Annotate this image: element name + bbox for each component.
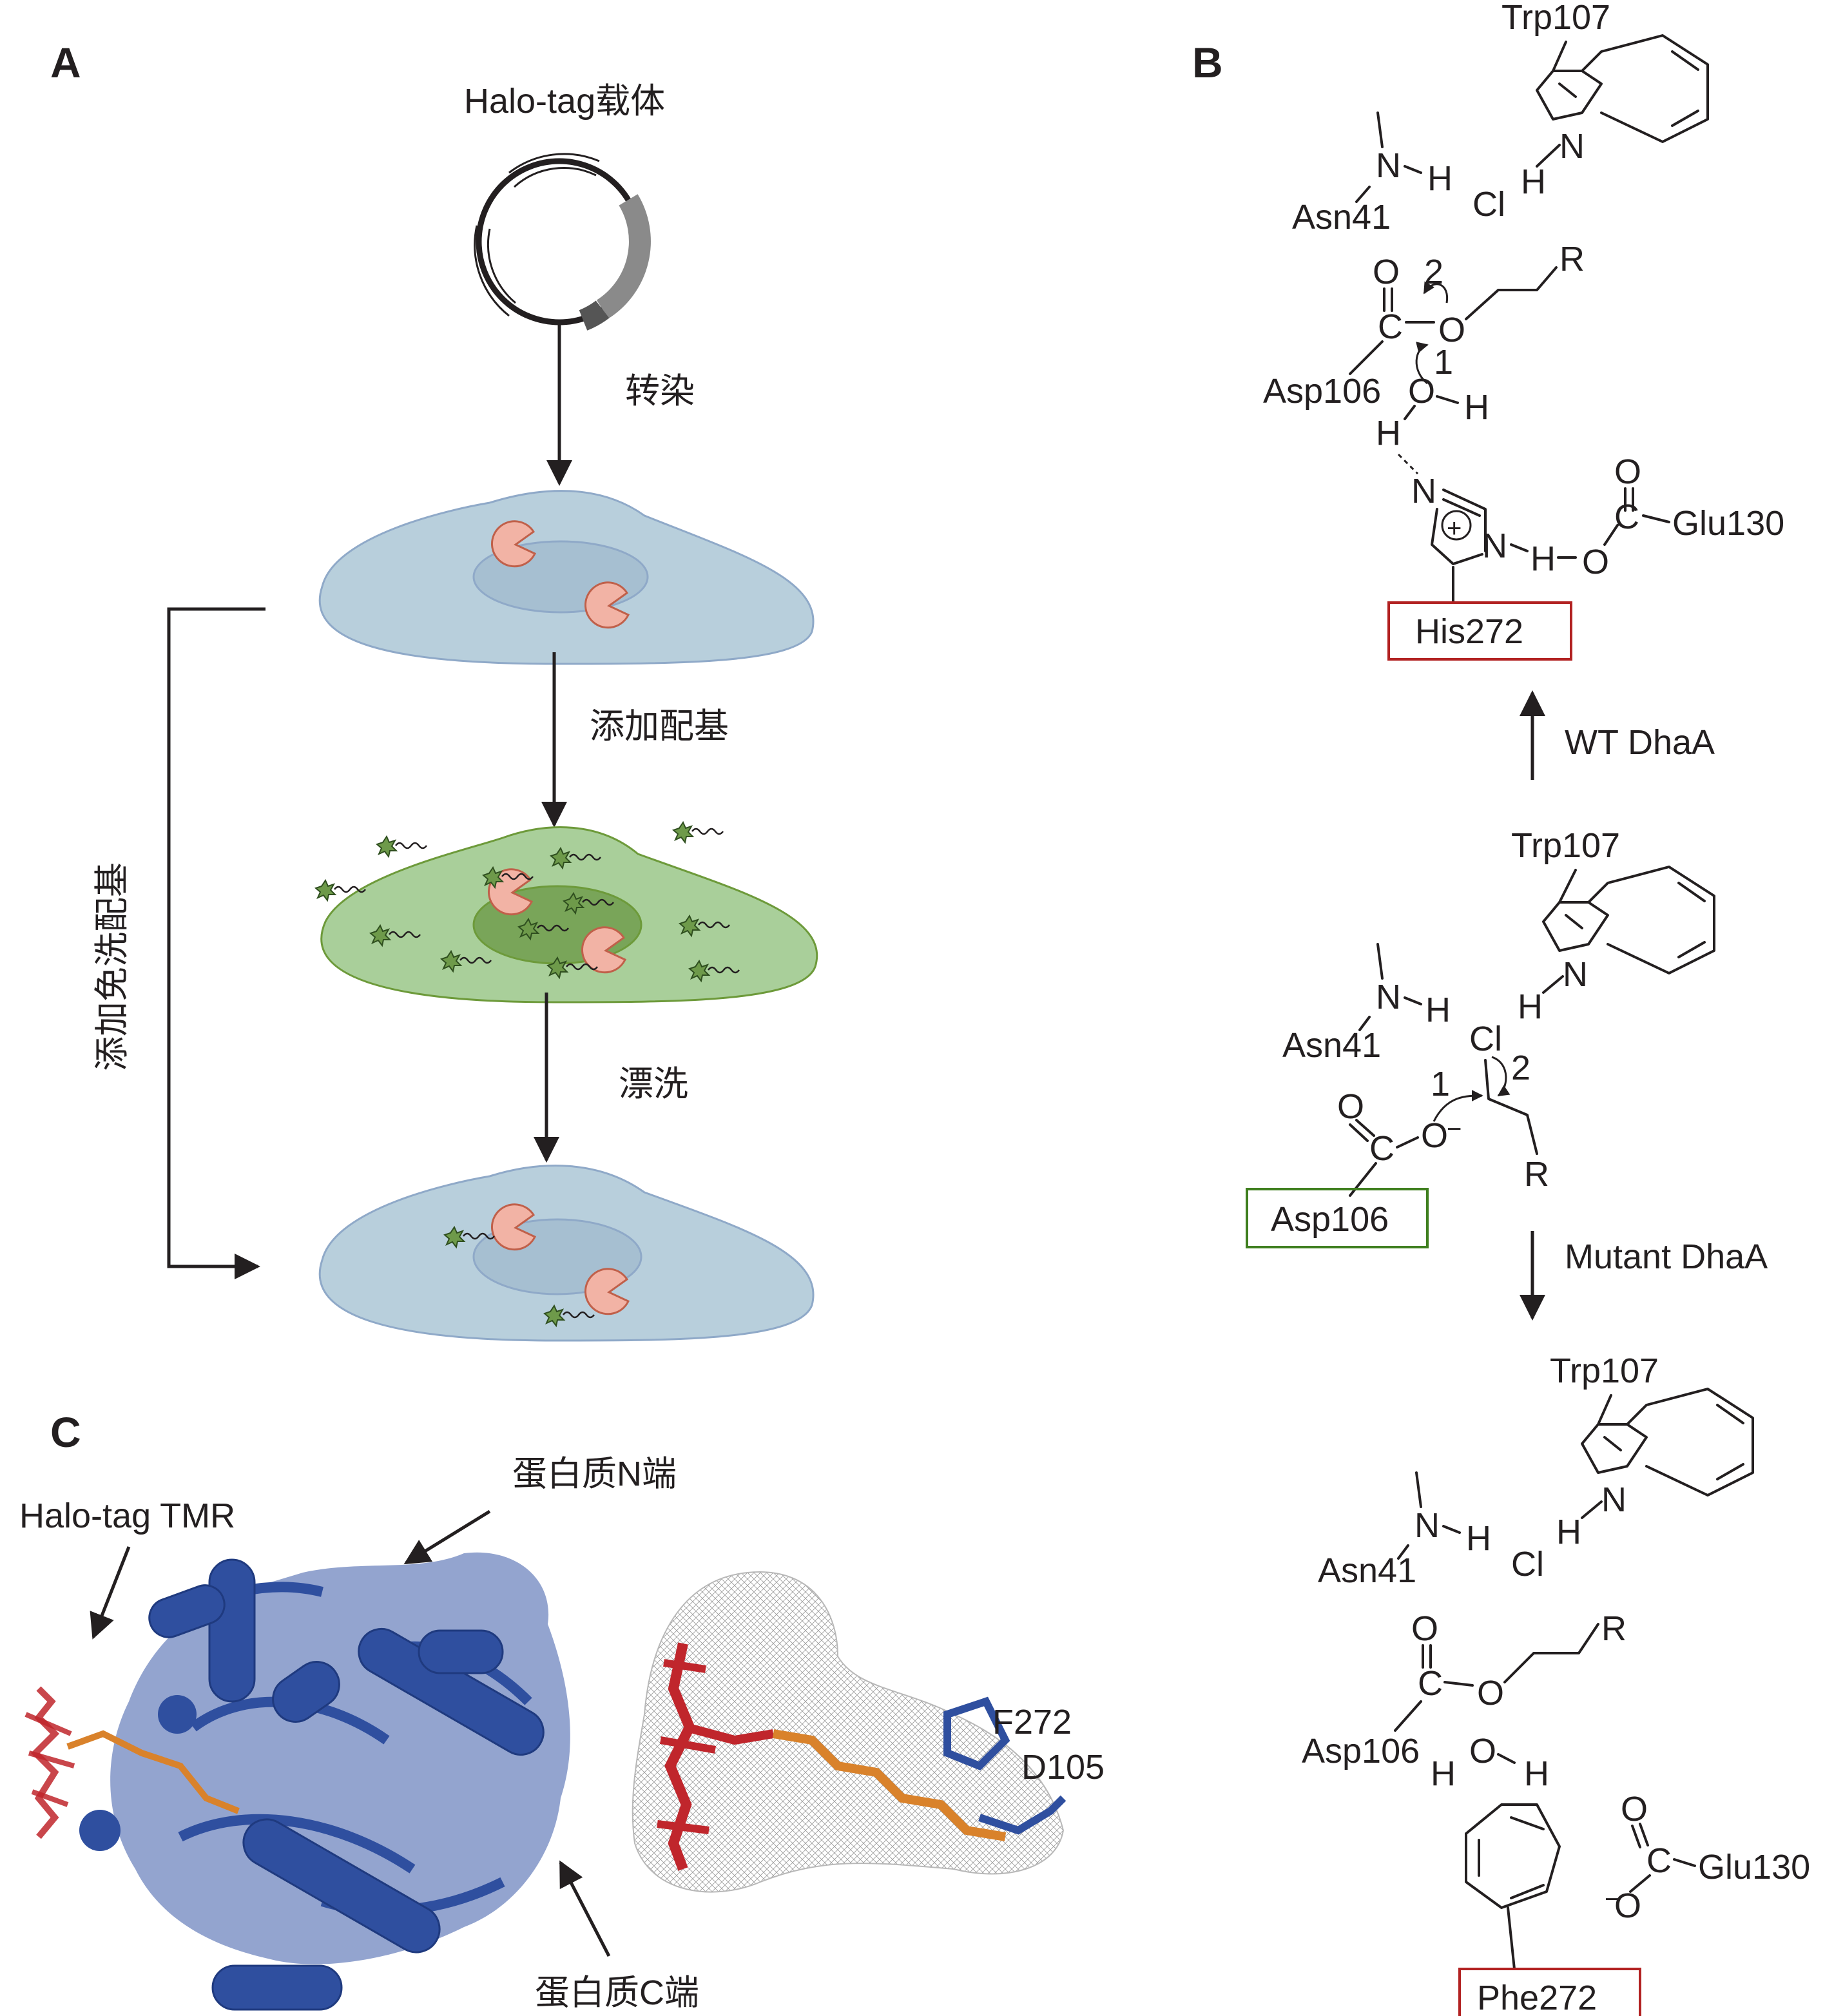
svg-text:O: O [1408, 372, 1435, 411]
svg-text:C: C [1369, 1129, 1395, 1168]
svg-text:Cl: Cl [1511, 1545, 1544, 1584]
svg-text:H: H [1518, 987, 1543, 1026]
tmr-label: Halo-tag TMR [19, 1497, 235, 1535]
mechanism-bottom: Trp107 N H N H Asn41 Cl O C O R Asp106 H… [1302, 1352, 1810, 2016]
svg-text:R: R [1601, 1609, 1626, 1648]
f272-label: F272 [992, 1703, 1072, 1741]
svg-text:O: O [1582, 543, 1609, 581]
svg-text:His272: His272 [1415, 612, 1523, 651]
cell-icon [318, 490, 815, 665]
n-terminus-arrow [403, 1509, 491, 1565]
c-terminus-arrow [559, 1860, 611, 1957]
svg-text:N: N [1563, 955, 1588, 994]
svg-text:H: H [1425, 991, 1451, 1029]
svg-text:N: N [1411, 472, 1436, 510]
svg-text:Asp106: Asp106 [1263, 372, 1381, 411]
svg-text:Glu130: Glu130 [1672, 504, 1784, 543]
svg-text:Cl: Cl [1472, 185, 1505, 224]
d105-label: D105 [1021, 1748, 1105, 1787]
n-terminus-label: 蛋白质N端 [512, 1455, 677, 1493]
svg-text:H: H [1431, 1754, 1456, 1793]
panel-label-b: B [1192, 39, 1223, 86]
svg-text:N: N [1601, 1480, 1626, 1519]
svg-text:C: C [1378, 307, 1403, 346]
svg-text:Trp107: Trp107 [1550, 1352, 1659, 1390]
svg-text:O: O [1337, 1087, 1364, 1126]
svg-text:1: 1 [1431, 1065, 1450, 1103]
svg-text:O: O [1438, 311, 1465, 349]
svg-text:Trp107: Trp107 [1501, 0, 1610, 37]
step-add-ligand: 添加配基 [590, 707, 729, 746]
step-wash: 漂洗 [619, 1065, 688, 1103]
svg-text:O: O [1469, 1732, 1496, 1770]
wt-label: WT DhaA [1565, 723, 1715, 762]
svg-text:H: H [1464, 388, 1489, 427]
svg-text:1: 1 [1434, 343, 1453, 382]
svg-text:H: H [1427, 159, 1453, 198]
cell-icon-green [320, 826, 818, 1003]
svg-text:O: O [1621, 1790, 1648, 1828]
svg-text:H: H [1521, 162, 1546, 201]
panel-label-c: C [50, 1408, 81, 1456]
svg-text:N: N [1376, 146, 1401, 185]
svg-text:C: C [1646, 1841, 1672, 1880]
svg-text:R: R [1559, 240, 1585, 278]
svg-text:Asn41: Asn41 [1292, 198, 1391, 237]
svg-text:O: O [1614, 452, 1641, 491]
svg-text:N: N [1482, 527, 1507, 565]
side-label-no-wash: 添加免洗配基 [93, 862, 131, 1071]
svg-text:−: − [1605, 1885, 1619, 1914]
svg-text:R: R [1524, 1155, 1549, 1194]
svg-text:H: H [1524, 1754, 1549, 1793]
svg-text:2: 2 [1511, 1049, 1530, 1087]
svg-text:Glu130: Glu130 [1698, 1848, 1810, 1886]
svg-text:+: + [1447, 514, 1462, 543]
bypass-arrow [167, 607, 265, 1279]
svg-text:Asn41: Asn41 [1282, 1026, 1381, 1065]
panel-label-a: A [50, 39, 81, 86]
mechanism-middle: Trp107 N H N H Asn41 Cl 2 R 1 O C O − As… [1246, 826, 1715, 1248]
mechanism-top: Trp107 N H N H Asn41 Cl O C O 2 R 1 Asp1… [1263, 0, 1784, 661]
svg-text:H: H [1530, 539, 1556, 578]
his272-box [1387, 601, 1572, 661]
c-terminus-label: 蛋白质C端 [535, 1973, 699, 2012]
svg-text:N: N [1414, 1506, 1440, 1545]
cell-icon [318, 1165, 815, 1342]
svg-text:O: O [1477, 1674, 1504, 1712]
svg-text:C: C [1418, 1664, 1443, 1703]
protein-structure-icon [24, 1552, 570, 2011]
svg-text:N: N [1559, 127, 1585, 166]
svg-text:H: H [1376, 414, 1401, 452]
svg-text:C: C [1614, 498, 1639, 536]
svg-text:O: O [1614, 1886, 1641, 1925]
svg-text:N: N [1376, 978, 1401, 1016]
svg-text:Trp107: Trp107 [1511, 826, 1620, 865]
mutant-label: Mutant DhaA [1565, 1237, 1768, 1276]
vector-label: Halo-tag载体 [464, 82, 665, 121]
plasmid-icon [474, 153, 651, 331]
svg-text:Asn41: Asn41 [1318, 1551, 1416, 1590]
svg-text:H: H [1466, 1519, 1491, 1558]
svg-text:Cl: Cl [1469, 1020, 1502, 1058]
asp106-box [1246, 1188, 1429, 1248]
svg-text:H: H [1556, 1513, 1581, 1551]
svg-text:Asp106: Asp106 [1271, 1200, 1389, 1239]
svg-text:O: O [1411, 1609, 1438, 1648]
svg-text:O: O [1373, 253, 1400, 291]
step-transfect: 转染 [625, 372, 695, 411]
svg-text:Asp106: Asp106 [1302, 1732, 1420, 1770]
phe272-box [1458, 1968, 1641, 2016]
binding-pocket-icon [632, 1571, 1067, 1893]
tmr-arrow [90, 1546, 131, 1640]
svg-text:O: O [1421, 1116, 1448, 1155]
svg-text:Phe272: Phe272 [1477, 1979, 1597, 2016]
svg-text:−: − [1447, 1115, 1462, 1143]
